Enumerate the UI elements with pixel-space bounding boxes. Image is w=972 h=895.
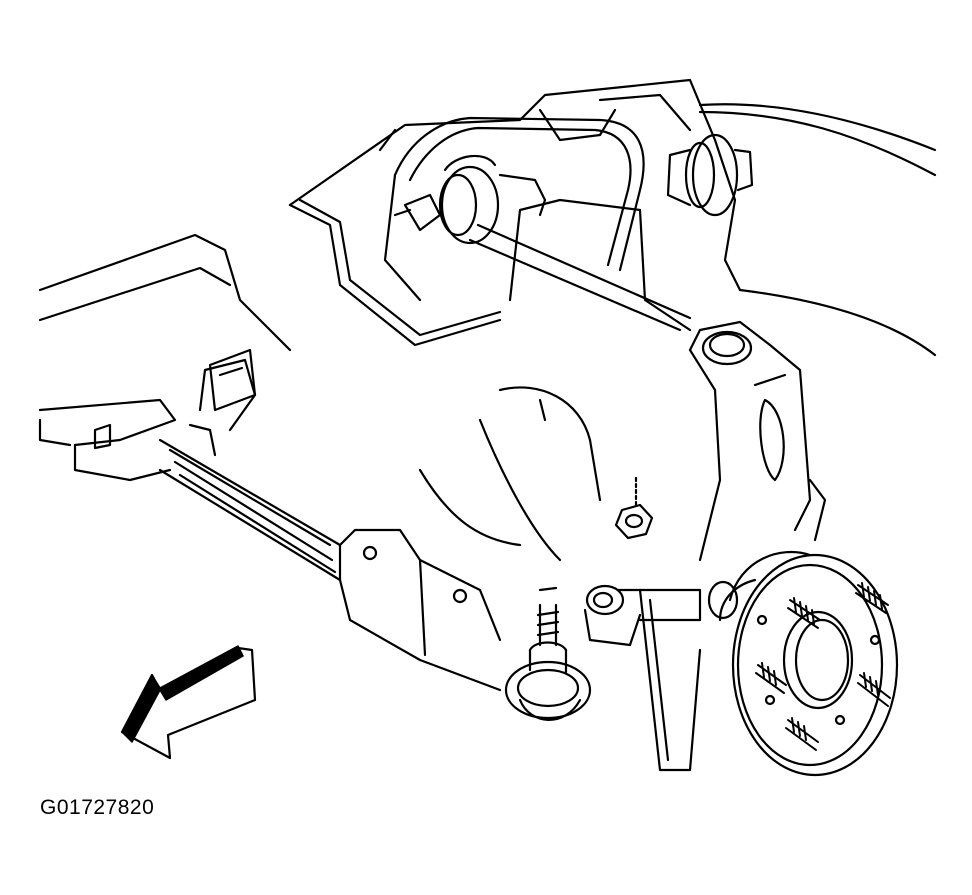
lower-ball-joint xyxy=(506,588,590,720)
control-arm-nut xyxy=(616,478,652,538)
upper-rear-bushing xyxy=(668,135,752,215)
wheel-hub xyxy=(709,552,897,775)
front-of-vehicle-arrow-icon xyxy=(122,646,255,758)
fender-outline xyxy=(700,104,935,355)
figure-code: G01727820 xyxy=(40,796,155,819)
upper-frame-bracket xyxy=(290,80,740,345)
frame-rail xyxy=(40,235,290,480)
tie-rod-end xyxy=(585,586,700,645)
upper-control-arm xyxy=(385,118,690,330)
upper-front-bushing xyxy=(395,156,545,243)
inner-liner xyxy=(420,387,600,560)
steering-knuckle xyxy=(640,322,825,770)
wheel-studs xyxy=(756,583,890,750)
stabilizer-bracket xyxy=(210,350,255,410)
lower-control-arm xyxy=(160,360,500,690)
